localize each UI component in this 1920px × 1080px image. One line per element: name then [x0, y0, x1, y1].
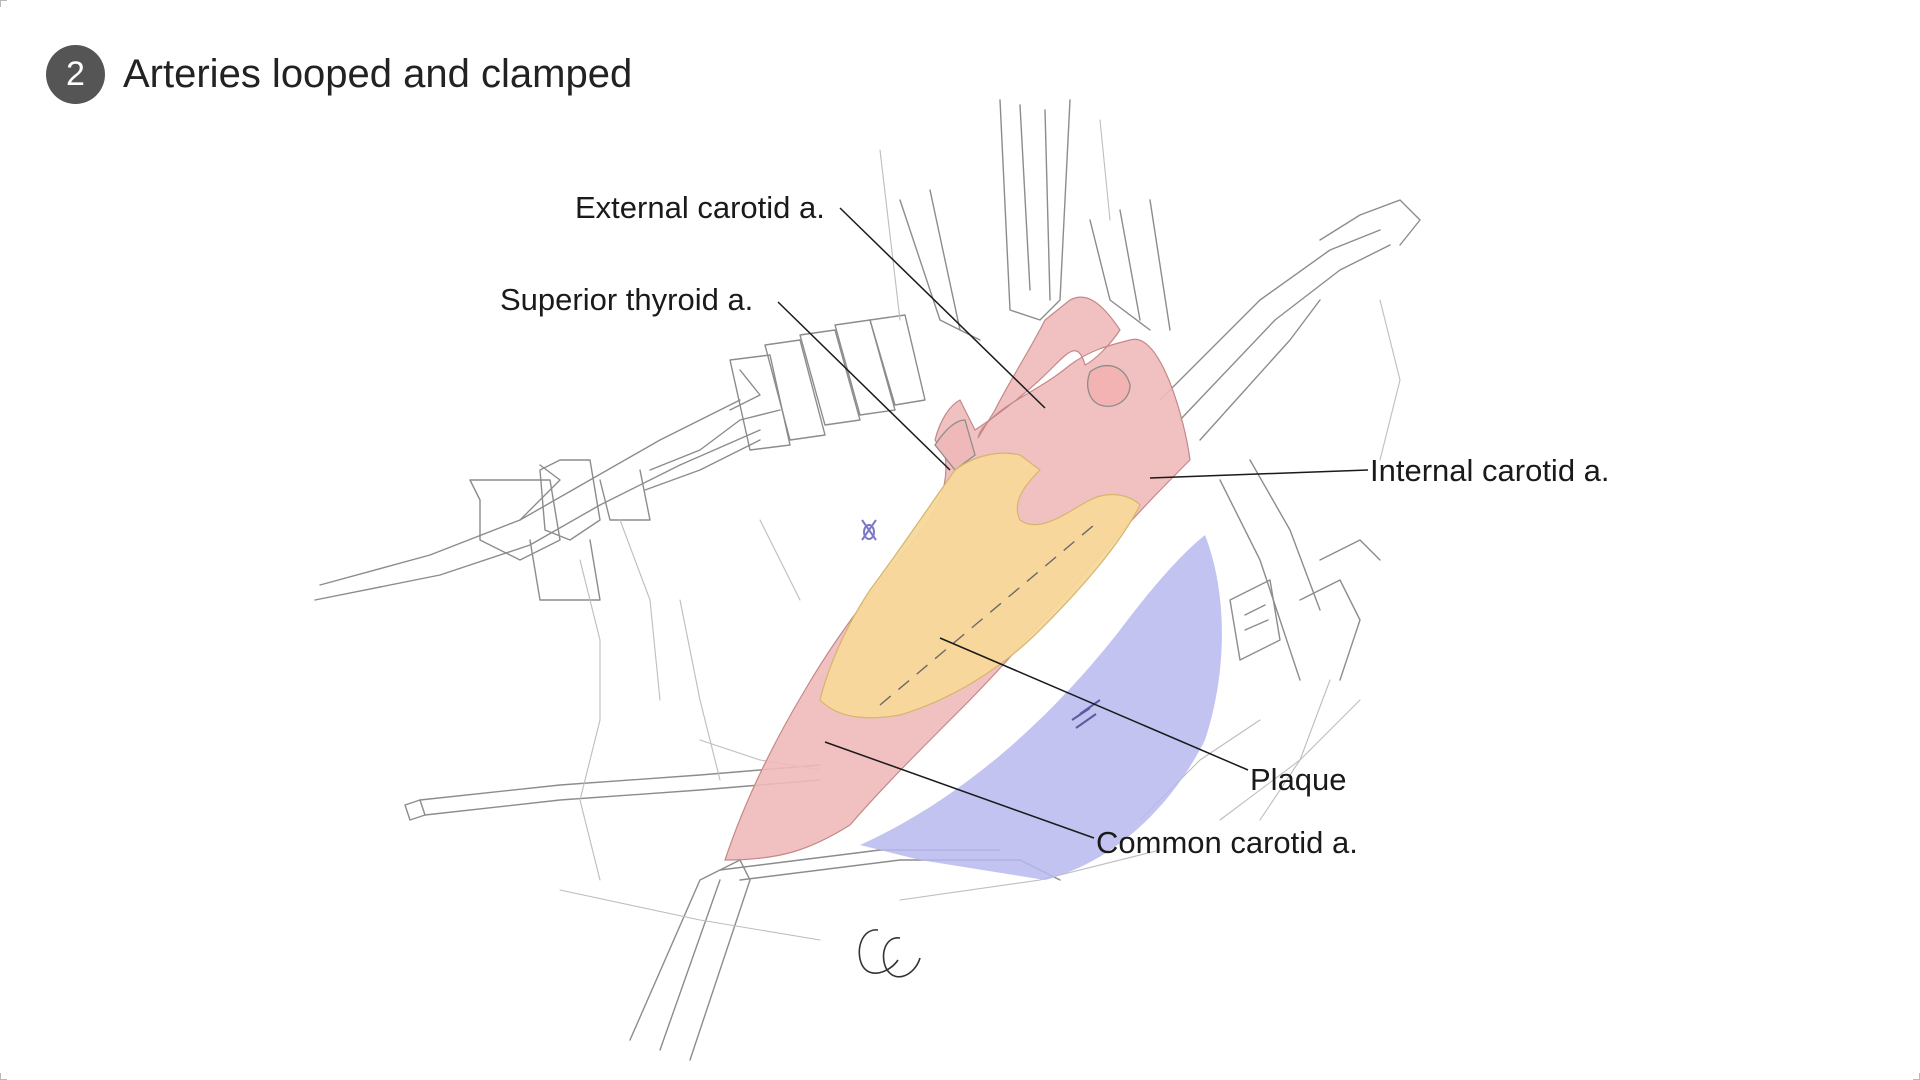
vein-shape [860, 535, 1222, 880]
label-common-carotid: Common carotid a. [1096, 825, 1358, 860]
leader-internal-carotid [1149, 469, 1369, 479]
leader-lines [777, 207, 1369, 839]
slide-header: 2 Arteries looped and clamped [46, 45, 632, 104]
slide-title: Arteries looped and clamped [123, 52, 633, 96]
superior-thyroid-stump [934, 419, 976, 471]
pencil-sketch [314, 99, 1421, 1061]
leader-plaque [939, 637, 1249, 771]
label-internal-carotid: Internal carotid a. [1370, 453, 1610, 488]
corner-mark-top-left [0, 0, 7, 7]
suture-tie-right [1071, 699, 1101, 729]
label-plaque: Plaque [1250, 762, 1347, 797]
leader-external-carotid [839, 207, 1046, 409]
leader-superior-thyroid [777, 301, 951, 471]
label-superior-thyroid: Superior thyroid a. [500, 282, 754, 317]
plaque-shape [819, 452, 1141, 719]
artist-signature-mark [858, 929, 921, 978]
step-number-badge: 2 [46, 45, 105, 104]
external-carotid-loop [1087, 364, 1131, 407]
suture-tie-left [861, 519, 877, 541]
leader-common-carotid [824, 741, 1095, 839]
label-external-carotid: External carotid a. [575, 190, 825, 225]
